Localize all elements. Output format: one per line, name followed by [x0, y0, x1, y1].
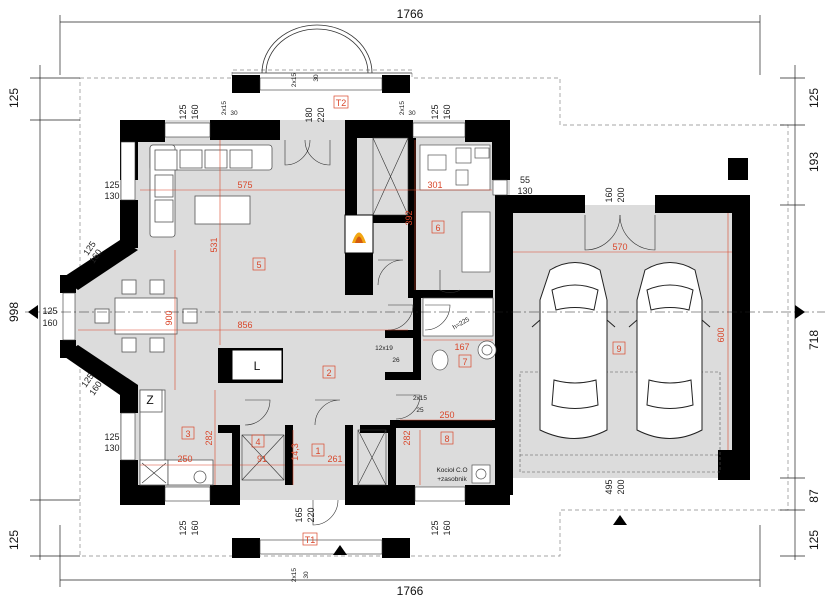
- dim-text: 261: [327, 454, 342, 464]
- dim-right-mid: 193: [807, 152, 821, 172]
- win-dim: 125: [178, 520, 188, 535]
- win-dim: 220: [316, 107, 326, 122]
- col-dim: 25: [416, 407, 424, 414]
- roof-outline: [79, 69, 789, 557]
- col-dim: 30: [303, 571, 310, 579]
- island-label: L: [254, 359, 261, 373]
- win-dim: 220: [306, 507, 316, 522]
- room-number: T2: [336, 98, 347, 108]
- win-dim: 160: [604, 187, 614, 202]
- win-dim: 125: [104, 432, 119, 442]
- win-dim: 125: [178, 104, 188, 119]
- office-furniture: [419, 144, 491, 273]
- win-dim: 165: [294, 507, 304, 522]
- win-dim: 200: [616, 187, 626, 202]
- win-dim: 180: [304, 107, 314, 122]
- room-number: 8: [444, 434, 449, 444]
- boiler-label-2: +zasobnik: [437, 476, 467, 483]
- col-dim: 2x15: [413, 395, 427, 402]
- dim-text: 856: [237, 320, 252, 330]
- bathroom-fixtures: [422, 297, 497, 484]
- room-number: 9: [616, 344, 621, 354]
- win-dim: 125: [430, 104, 440, 119]
- dim-left-mid-a: 125: [42, 306, 57, 316]
- win-dim: 160: [442, 520, 452, 535]
- room-number: T1: [305, 535, 316, 545]
- car-right: [628, 262, 711, 439]
- car-left: [531, 262, 616, 439]
- col-dim: 30: [313, 74, 320, 82]
- dim-text: 250: [177, 454, 192, 464]
- win-dim: 160: [442, 104, 452, 119]
- win-dim: 125: [430, 520, 440, 535]
- room-number: 7: [462, 357, 467, 367]
- win-dim: 130: [104, 191, 119, 201]
- dim-overall-bottom: 1766: [397, 584, 424, 598]
- room-number: 5: [256, 260, 261, 270]
- garage-outline: [519, 371, 721, 473]
- dim-text: 91: [257, 454, 267, 464]
- dim-text: 392: [404, 210, 414, 225]
- dim-right-total: 718: [807, 330, 821, 350]
- dining-table: [94, 279, 198, 353]
- room-number: 2: [326, 368, 331, 378]
- dim-text: 575: [237, 180, 252, 190]
- kitchen-island: [231, 349, 283, 381]
- room-number-text: 1 2 3 4 5 6 7 8 9 T1 T2: [185, 98, 621, 545]
- win-dim: 125: [104, 180, 119, 190]
- dim-text: 570: [612, 242, 627, 252]
- win-dim: 55: [520, 175, 530, 185]
- room-number: 4: [255, 437, 260, 447]
- interior-dim-lines: [78, 140, 732, 485]
- dim-right-bottom: 125: [807, 530, 821, 550]
- bay-window-top: [232, 24, 412, 74]
- col-dim: 2x15: [291, 73, 298, 87]
- col-dim: 26: [392, 357, 400, 364]
- dim-text: 167: [454, 342, 469, 352]
- dim-left-bottom: 125: [7, 530, 21, 550]
- dim-text: 600: [716, 327, 726, 342]
- dim-left-mid-b: 160: [42, 318, 57, 328]
- dim-text: 14,3: [290, 443, 300, 461]
- dim-text: 900: [164, 310, 174, 325]
- room-numbers: [181, 95, 626, 546]
- cooktop: [141, 462, 167, 484]
- dim-right-low: 87: [807, 489, 821, 503]
- dim-left-total: 998: [7, 302, 21, 322]
- col-dim: 2x15: [399, 101, 406, 115]
- dim-overall-top: 1766: [397, 7, 424, 21]
- dim-right-top: 125: [807, 88, 821, 108]
- col-dim: 30: [230, 110, 238, 117]
- section-arrows: [28, 305, 805, 555]
- dim-text: 250: [439, 410, 454, 420]
- win-dim: 160: [190, 104, 200, 119]
- doors: [244, 139, 656, 526]
- interior-dim-text: 575 301 392 531 856 900 570 600 167 282 …: [164, 180, 726, 464]
- fireplace: [344, 214, 374, 254]
- dim-text: 282: [402, 430, 412, 445]
- col-dim: 12x19: [375, 345, 393, 352]
- col-dim: 2x15: [221, 101, 228, 115]
- sofa: [149, 144, 273, 238]
- win-dim: 200: [616, 479, 626, 494]
- fridge-label: Z: [146, 393, 153, 407]
- dim-left-top: 125: [7, 88, 21, 108]
- col-dim: 2x15: [291, 568, 298, 582]
- dim-text: 531: [209, 237, 219, 252]
- dim-text: 282: [204, 430, 214, 445]
- room-number: 6: [435, 223, 440, 233]
- win-dim: 160: [190, 520, 200, 535]
- boiler-label: Kocioł C.O: [436, 467, 467, 474]
- room-number: 3: [185, 429, 190, 439]
- kitchen-counter: [139, 389, 214, 486]
- windows: [62, 77, 508, 555]
- col-dim: 30: [408, 110, 416, 117]
- win-dim: 130: [104, 443, 119, 453]
- win-dim: 130: [517, 186, 532, 196]
- dim-text: 301: [427, 180, 442, 190]
- room-number: 1: [315, 446, 320, 456]
- win-dim: 495: [604, 479, 614, 494]
